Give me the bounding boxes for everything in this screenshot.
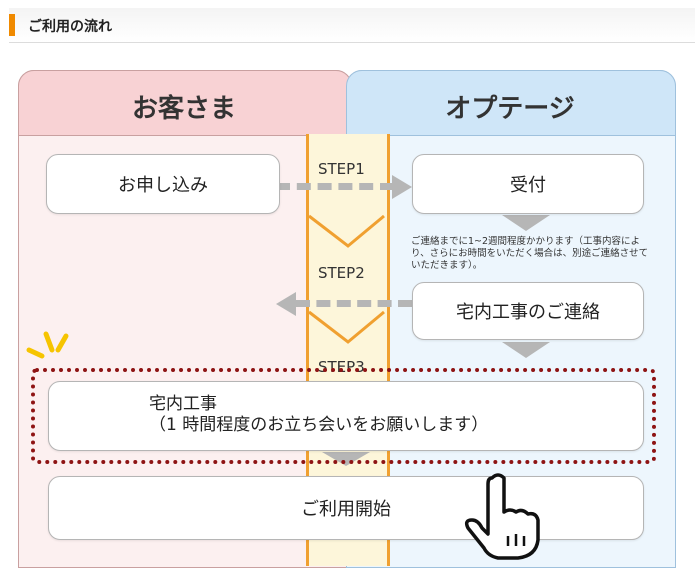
arrow-contact-to-customer <box>296 300 412 307</box>
arrow-head-left <box>276 292 296 316</box>
apply-label: お申し込み <box>118 175 208 196</box>
sparkle-icon <box>26 331 69 359</box>
step2-label: STEP2 <box>318 264 365 282</box>
reception-label: 受付 <box>510 175 546 196</box>
section-header <box>9 8 695 43</box>
customer-column-title: お客さま <box>131 94 236 124</box>
provider-column-header <box>346 70 676 136</box>
arrow-down-reception <box>502 215 550 231</box>
home-work-subtitle: （1 時間程度のお立ち会いをお願いします） <box>149 415 489 435</box>
section-title: ご利用の流れ <box>28 19 112 35</box>
step-chevrons <box>308 214 385 344</box>
home-work-box: 宅内工事 （1 時間程度のお立ち会いをお願いします） <box>48 381 644 451</box>
reception-box: 受付 <box>412 154 644 214</box>
start-service-box[interactable]: ご利用開始 <box>48 476 644 540</box>
start-service-label: ご利用開始 <box>301 499 391 520</box>
apply-box: お申し込み <box>46 154 280 214</box>
hand-pointer-icon <box>464 473 540 560</box>
arrow-apply-to-reception <box>276 183 394 190</box>
header-accent-bar <box>9 14 15 36</box>
customer-column-header <box>18 70 352 136</box>
contact-timing-note: ご連絡までに1~2週間程度かかります（工事内容により、さらにお時間をいただく場合… <box>411 236 649 271</box>
highlight-frame <box>31 368 656 464</box>
arrow-head-right <box>392 175 412 199</box>
home-work-title: 宅内工事 <box>149 394 217 414</box>
contact-box: 宅内工事のご連絡 <box>412 282 644 340</box>
step1-label: STEP1 <box>318 160 365 178</box>
provider-column-title: オプテージ <box>445 94 575 124</box>
arrow-down-contact <box>502 342 550 358</box>
contact-label: 宅内工事のご連絡 <box>456 302 600 323</box>
